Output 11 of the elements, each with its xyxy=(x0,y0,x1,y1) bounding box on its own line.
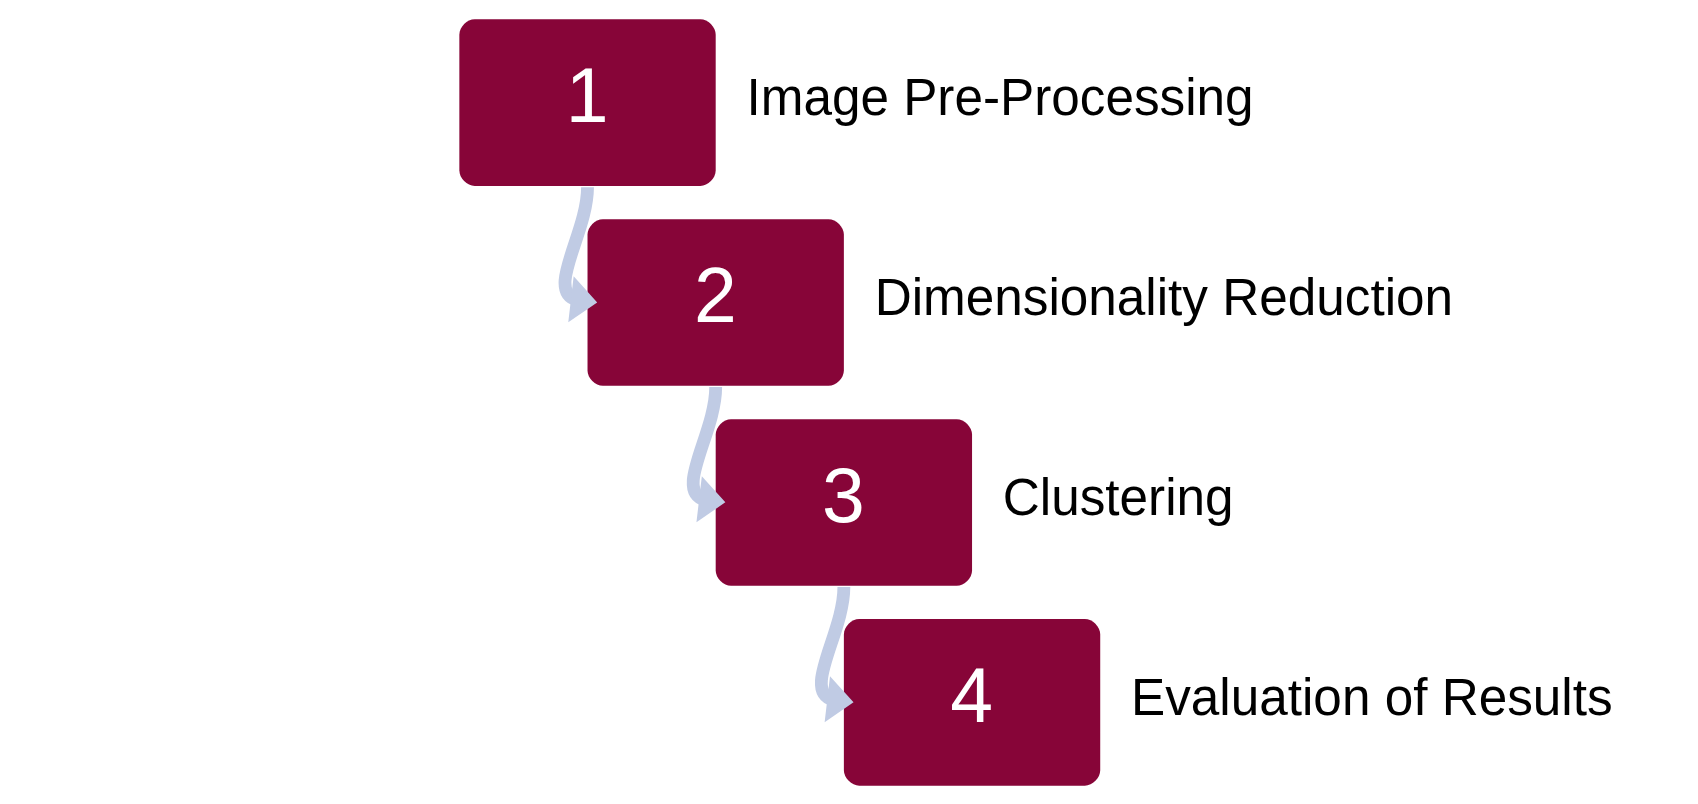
node-label: Clustering xyxy=(1002,468,1234,526)
node-box: 1 xyxy=(459,18,716,186)
node-label: Evaluation of Results xyxy=(1130,668,1613,726)
arrow xyxy=(558,186,598,322)
node-label: Image Pre-Processing xyxy=(746,68,1254,126)
node-box: 4 xyxy=(843,618,1101,786)
node-box: 2 xyxy=(587,218,844,386)
arrow xyxy=(815,586,854,722)
arrow xyxy=(686,386,726,522)
node-box: 3 xyxy=(715,418,973,586)
node-label: Dimensionality Reduction xyxy=(874,268,1454,326)
